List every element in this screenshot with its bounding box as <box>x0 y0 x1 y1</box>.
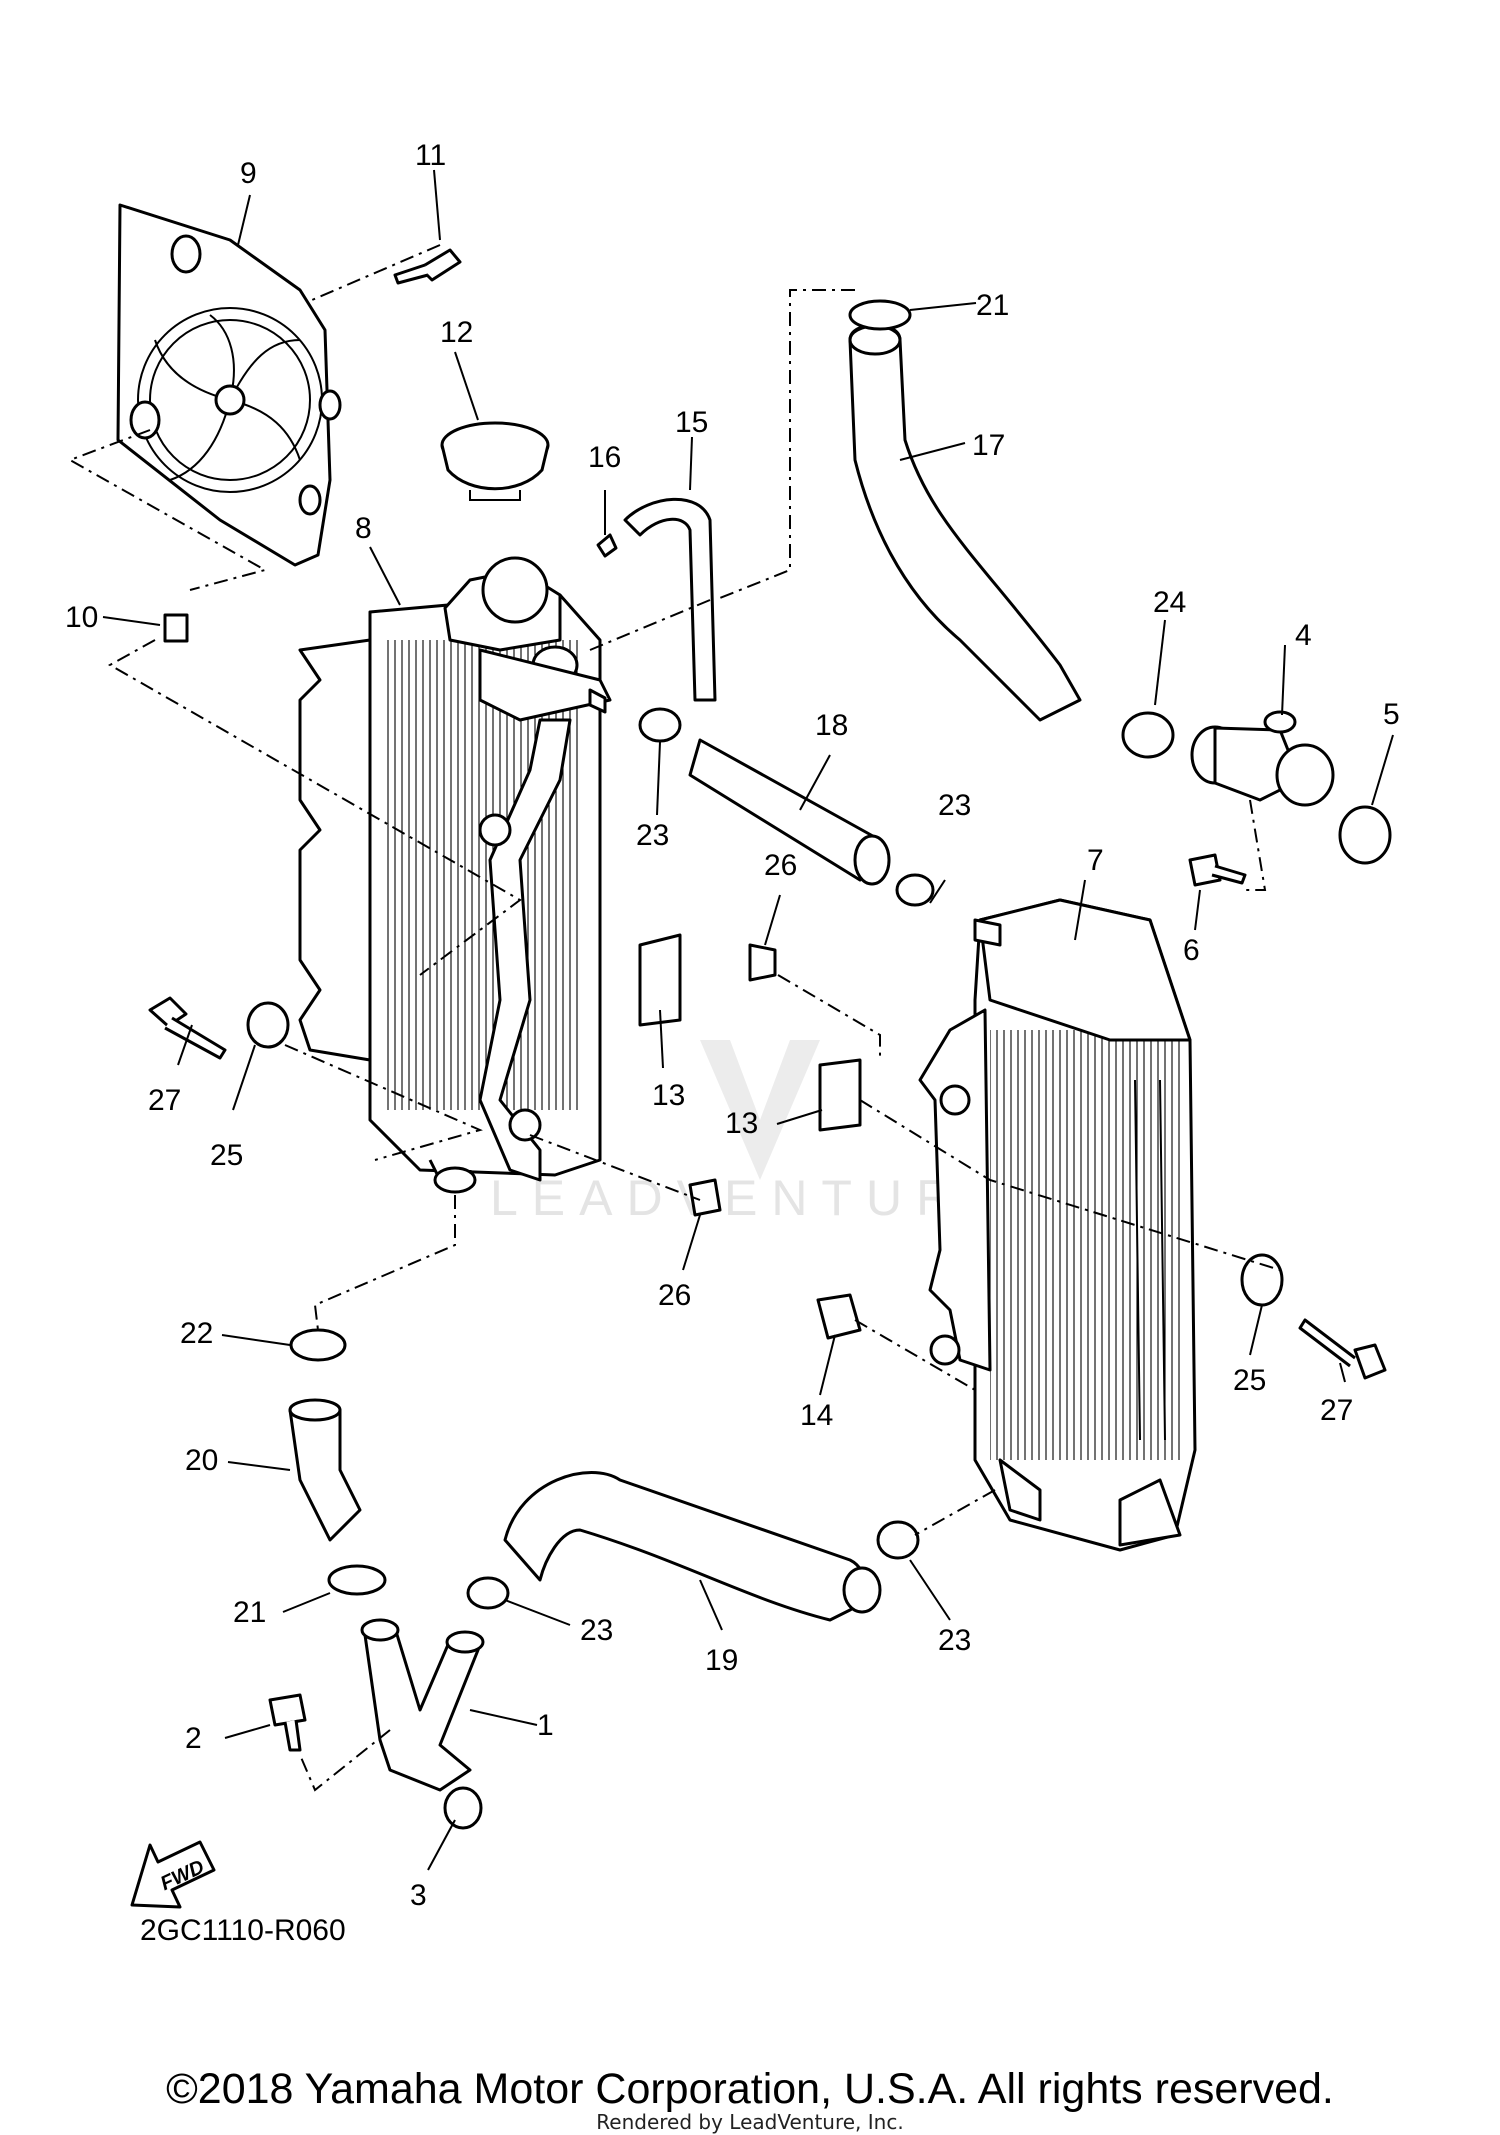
grommet-25-right <box>1240 1253 1284 1307</box>
callout-20: 20 <box>185 1444 218 1477</box>
callout-labels: 1 2 3 4 5 6 7 8 9 10 11 12 13 13 14 15 1… <box>65 139 1400 1912</box>
routing-lines <box>67 244 1281 1792</box>
y-joint-part-1 <box>360 1618 485 1792</box>
hose-clamps <box>289 299 1175 1610</box>
copyright-notice: ©2018 Yamaha Motor Corporation, U.S.A. A… <box>166 2065 1334 2113</box>
callout-1: 1 <box>537 1709 554 1742</box>
hose-15 <box>623 497 717 702</box>
callout-21-top: 21 <box>976 289 1009 322</box>
fan-shroud-part <box>116 203 342 567</box>
hose-18 <box>688 738 891 886</box>
callout-25-right: 25 <box>1233 1364 1266 1397</box>
clamp-23-c <box>466 1576 510 1610</box>
callout-23-b: 23 <box>938 789 971 822</box>
clamp-23-b <box>895 873 935 907</box>
callout-13-a: 13 <box>652 1079 685 1112</box>
bolt-27-left <box>148 996 227 1060</box>
bolt-6 <box>1188 853 1247 887</box>
fitting-4 <box>1190 710 1335 807</box>
clamp-23-a <box>638 707 682 743</box>
callout-13-b: 13 <box>725 1107 758 1140</box>
callout-27-left: 27 <box>148 1084 181 1117</box>
radiator-cap-part <box>440 421 550 501</box>
callout-21-bottom: 21 <box>233 1596 266 1629</box>
callout-23-c: 23 <box>580 1614 613 1647</box>
bolt-2 <box>268 1693 307 1752</box>
pad-13-a <box>638 933 682 1027</box>
callout-27-right: 27 <box>1320 1394 1353 1427</box>
watermark: LEADVENTURE <box>490 1040 1014 1226</box>
hose-20 <box>288 1398 362 1542</box>
callout-26-bottom: 26 <box>658 1279 691 1312</box>
callout-10: 10 <box>65 601 98 634</box>
bolt-11 <box>393 248 462 285</box>
bolt-27-right <box>1298 1318 1387 1380</box>
callout-9: 9 <box>240 157 257 190</box>
callout-15: 15 <box>675 406 708 439</box>
callout-23-d: 23 <box>938 1624 971 1657</box>
callout-5: 5 <box>1383 698 1400 731</box>
clamp-22 <box>289 1328 347 1362</box>
hose-17 <box>848 323 1082 722</box>
clamp-21-bottom <box>327 1564 387 1596</box>
fwd-arrow-icon: FWD <box>130 1840 216 1909</box>
leader-lines <box>102 169 1394 1871</box>
callout-8: 8 <box>355 512 372 545</box>
clamp-21-top <box>848 299 912 331</box>
callout-23-a: 23 <box>636 819 669 852</box>
callout-22: 22 <box>180 1317 213 1350</box>
rubber-pads <box>638 933 862 1340</box>
rendered-by-notice: Rendered by LeadVenture, Inc. <box>596 2110 904 2134</box>
clamp-23-d <box>876 1520 920 1560</box>
callout-7: 7 <box>1087 844 1104 877</box>
clip-16 <box>596 533 618 558</box>
o-ring-5 <box>1338 805 1392 865</box>
diagram-code: 2GC1110-R060 <box>140 1914 346 1947</box>
clip-nut-part <box>163 613 189 643</box>
callout-24: 24 <box>1153 586 1186 619</box>
watermark-text: LEADVENTURE <box>490 1170 1014 1226</box>
callout-2: 2 <box>185 1722 202 1755</box>
left-radiator-part <box>298 556 612 1194</box>
o-ring-3 <box>443 1786 483 1830</box>
clamp-24 <box>1121 711 1175 759</box>
callout-18: 18 <box>815 709 848 742</box>
collar-26-bottom <box>688 1178 722 1217</box>
callout-25-left: 25 <box>210 1139 243 1172</box>
callout-26-top: 26 <box>764 849 797 882</box>
callout-16: 16 <box>588 441 621 474</box>
callout-3: 3 <box>410 1879 427 1912</box>
hose-19 <box>503 1471 882 1622</box>
pad-14 <box>816 1293 862 1340</box>
callout-19: 19 <box>705 1644 738 1677</box>
callout-11: 11 <box>415 139 446 172</box>
callout-12: 12 <box>440 316 473 349</box>
callout-14: 14 <box>800 1399 833 1432</box>
collar-26-top <box>748 943 777 982</box>
right-radiator-part <box>918 898 1197 1552</box>
pad-13-b <box>818 1058 862 1132</box>
callout-4: 4 <box>1295 619 1312 652</box>
callout-17: 17 <box>972 429 1005 462</box>
callout-6: 6 <box>1183 934 1200 967</box>
grommet-25-left <box>246 1001 290 1049</box>
